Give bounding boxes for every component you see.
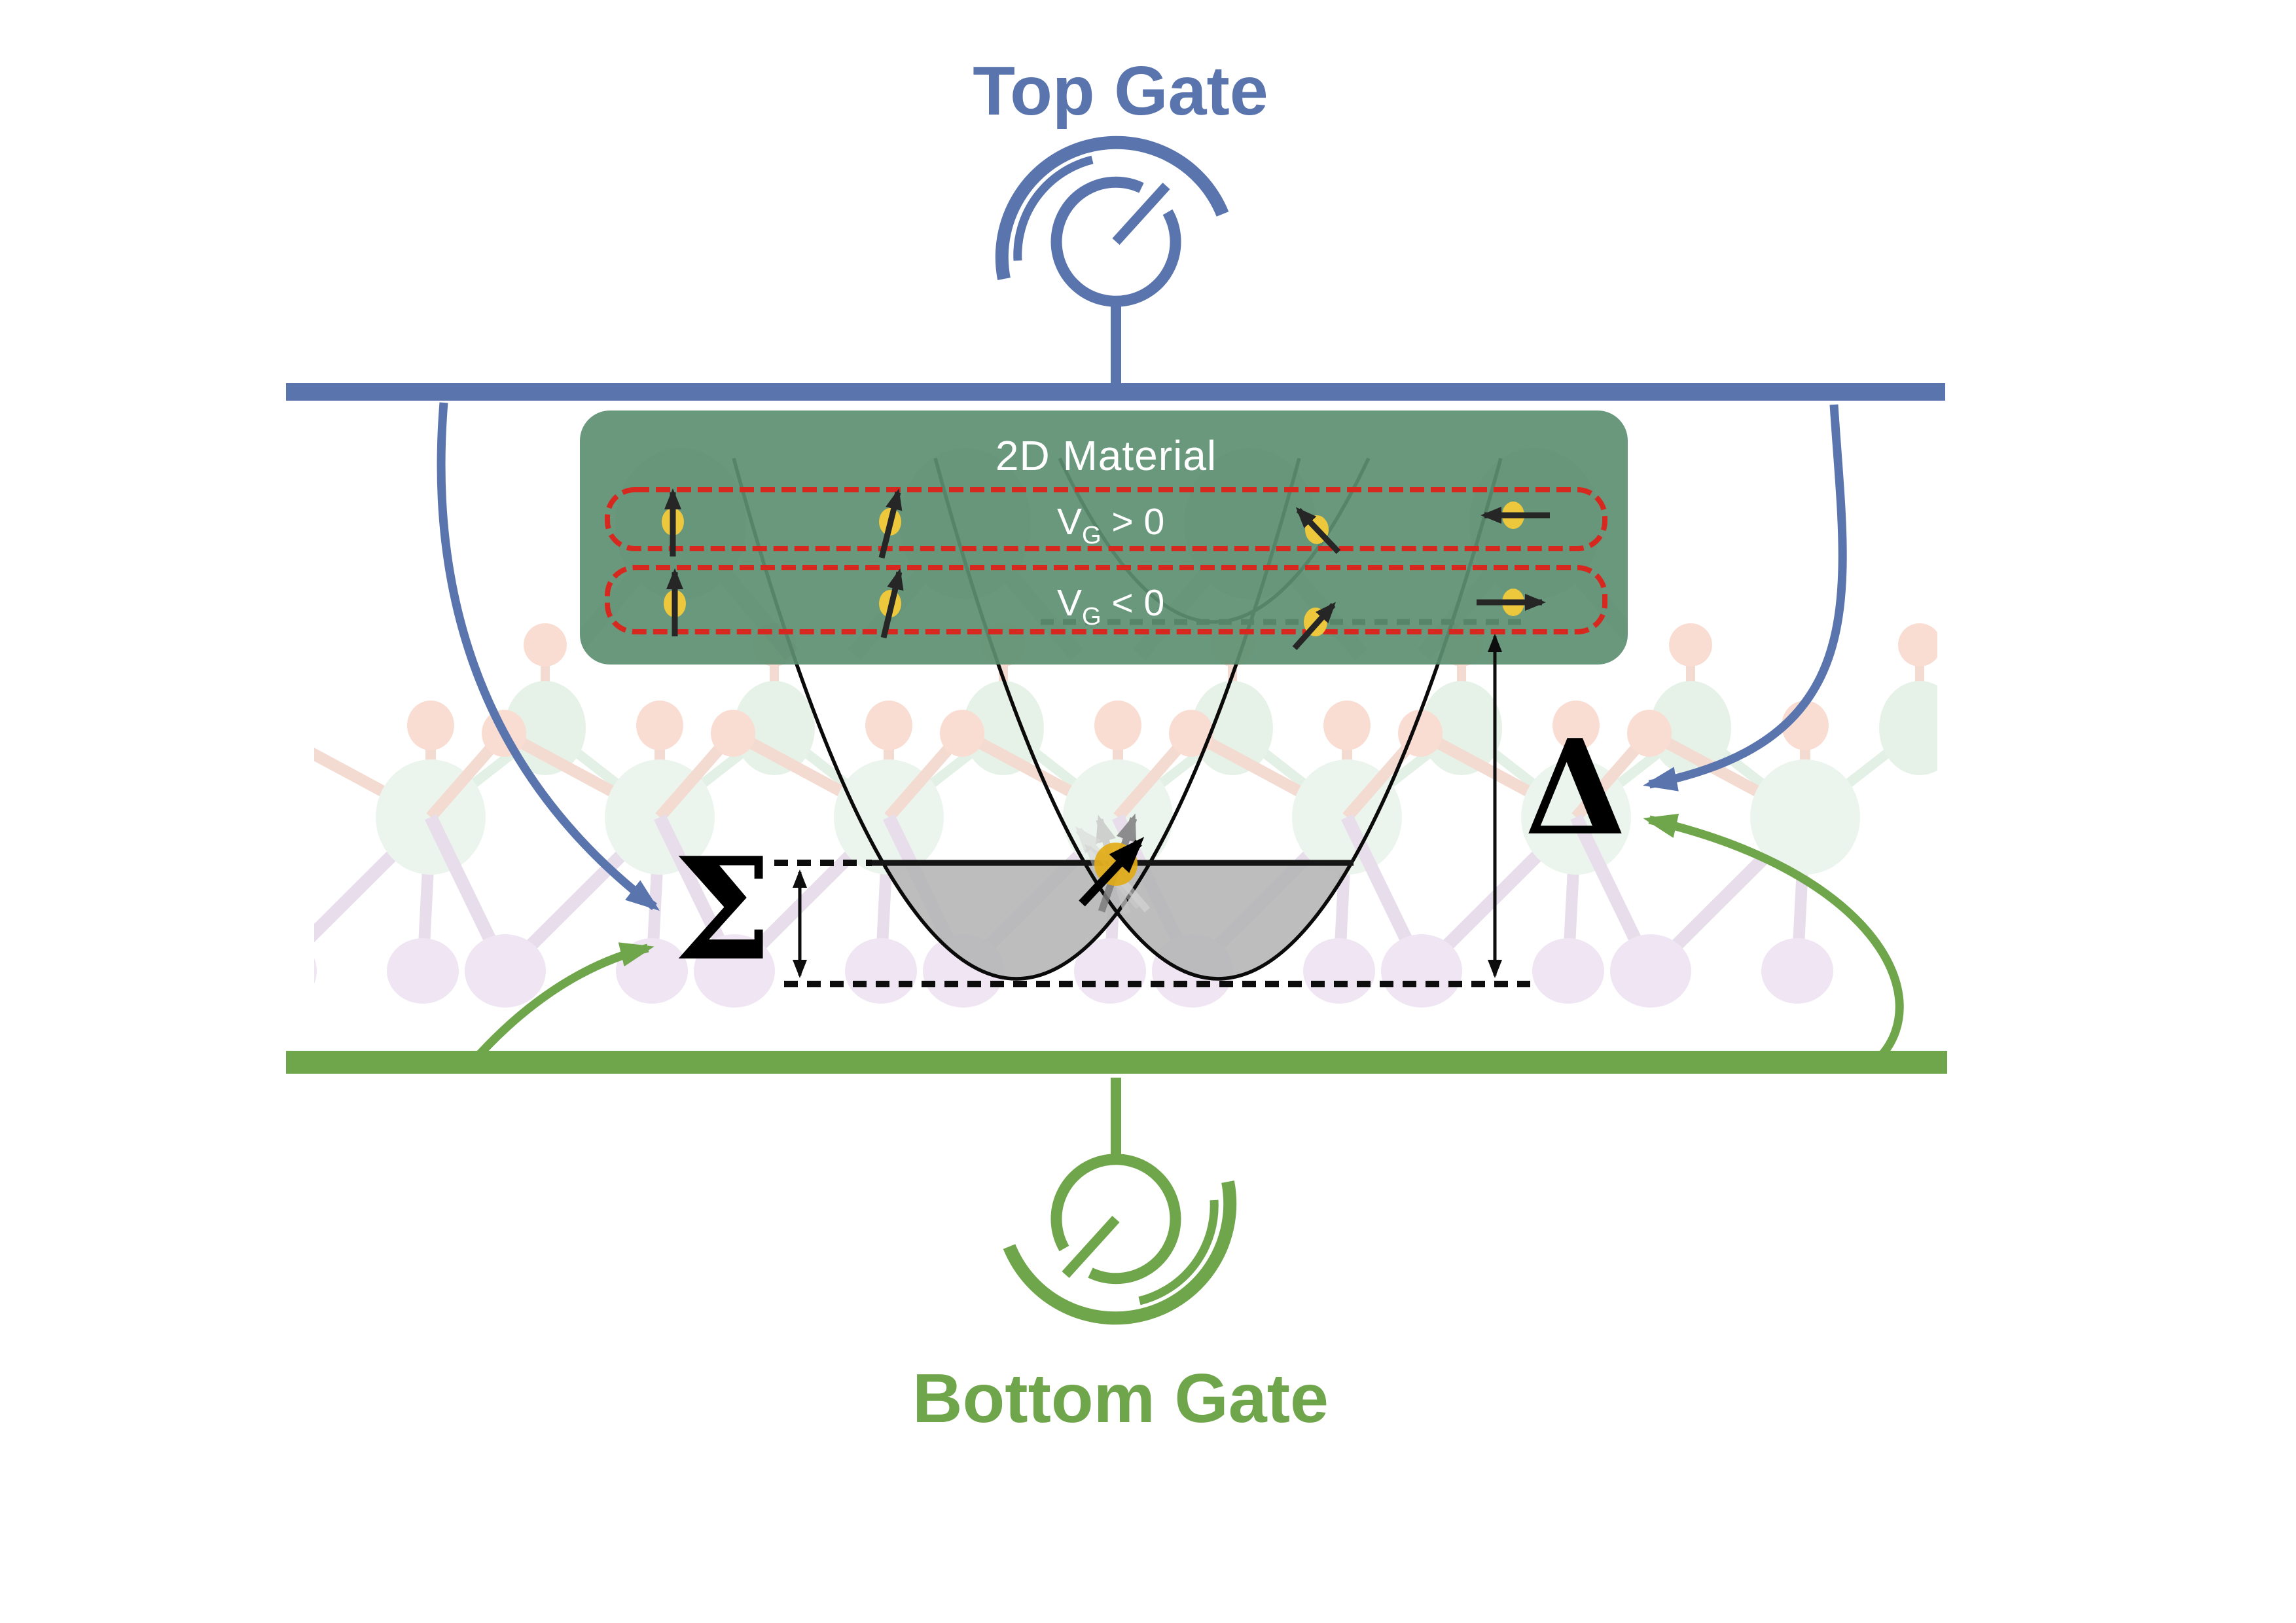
bottom-gate-title: Bottom Gate [912, 1360, 1329, 1437]
spin-row-vg-positive: VG > 0 [605, 487, 1607, 559]
electron-spin-superposition [1075, 813, 1151, 915]
delta-label: Δ [1524, 711, 1626, 865]
band-fill [883, 863, 1352, 979]
material-box [580, 410, 1628, 665]
top-gate-dial-icon [1002, 143, 1223, 383]
bottom-gate-dial-icon [1009, 1078, 1230, 1318]
vg-negative-label: VG < 0 [1057, 582, 1164, 630]
bottom-gate-electrode [286, 1051, 1947, 1074]
material-label: 2D Material [996, 432, 1217, 479]
top-gate-title: Top Gate [973, 52, 1268, 130]
top-gate-field-arrow-left [437, 402, 660, 911]
spin-left [1480, 501, 1550, 529]
spin-tilted-right [1292, 602, 1336, 650]
top-gate-electrode [286, 383, 1945, 401]
bottom-gate-field-arrow-left [471, 942, 655, 1064]
spin-row-vg-negative: VG < 0 [605, 565, 1607, 650]
top-gate-field-arrow-right [1643, 404, 1847, 792]
spin-up-2 [879, 568, 904, 639]
spin-up-2 [878, 488, 903, 559]
sigma-label: Σ [673, 826, 772, 992]
parabola-right [933, 458, 1503, 981]
dashed-row-border [605, 487, 1607, 551]
dominant-spin-arrow [1079, 837, 1145, 907]
vg-positive-label: VG > 0 [1057, 501, 1164, 549]
parabola-left [732, 458, 1301, 981]
spin-tilted-left [1295, 507, 1341, 555]
bottom-gate-field-arrow-right [1643, 813, 1904, 1061]
spin-up-1 [662, 488, 684, 556]
spin-right [1477, 589, 1546, 616]
dashed-row-border [605, 565, 1607, 634]
spin-up-1 [664, 568, 686, 636]
